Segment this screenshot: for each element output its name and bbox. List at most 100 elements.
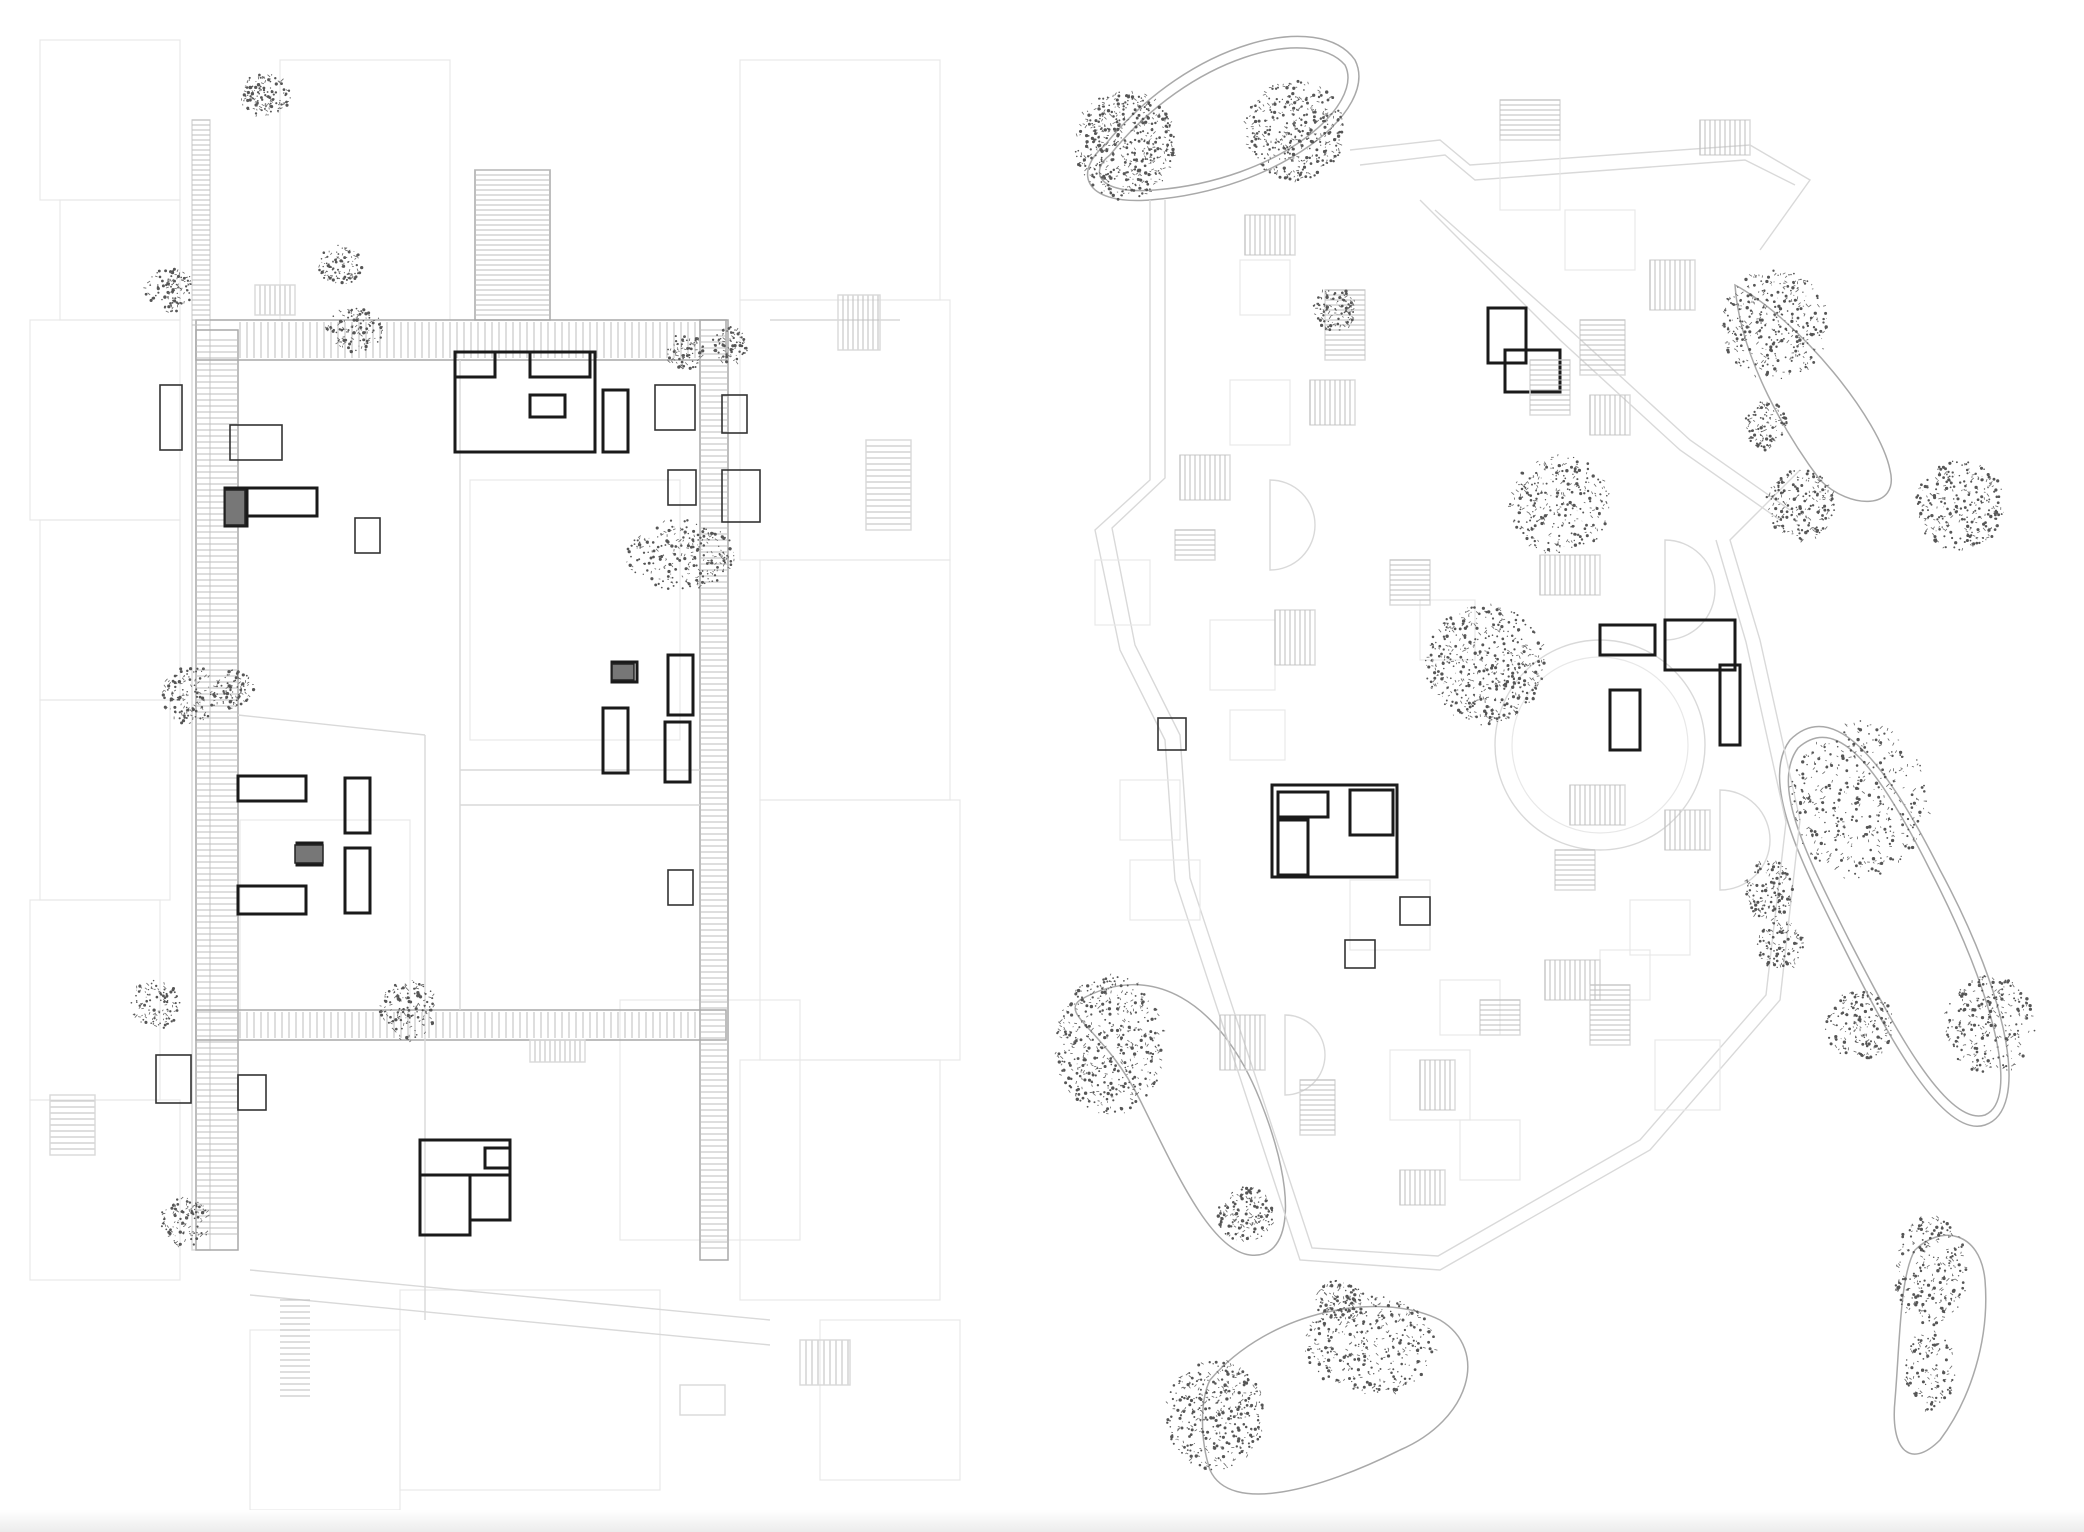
- leaf-dot: [1750, 313, 1753, 315]
- leaf-stroke: [1754, 274, 1757, 278]
- leaf-stroke: [1276, 139, 1278, 142]
- leaf-dot: [431, 1021, 434, 1024]
- leaf-dot: [651, 541, 655, 544]
- leaf-dot: [362, 308, 366, 312]
- leaf-stroke: [1988, 483, 1993, 487]
- leaf-stroke: [1593, 538, 1596, 540]
- leaf-dot: [1278, 175, 1282, 179]
- leaf-stroke: [230, 684, 233, 687]
- leaf-stroke: [727, 556, 730, 559]
- leaf-dot: [1276, 117, 1279, 120]
- leaf-stroke: [1115, 165, 1120, 170]
- leaf-stroke: [406, 1038, 409, 1041]
- leaf-stroke: [1104, 185, 1107, 188]
- leaf-stroke: [237, 692, 242, 696]
- leaf-stroke: [1452, 683, 1454, 685]
- leaf-dot: [1126, 153, 1129, 156]
- leaf-dot: [1312, 109, 1314, 111]
- leaf-stroke: [733, 333, 736, 336]
- leaf-dot: [193, 1232, 196, 1235]
- leaf-dot: [1953, 546, 1956, 549]
- leaf-stroke: [1535, 488, 1538, 491]
- leaf-stroke: [240, 687, 243, 690]
- leaf-stroke: [673, 532, 676, 535]
- leaf-dot: [1793, 470, 1796, 472]
- leaf-dot: [1809, 332, 1813, 337]
- leaf-stroke: [226, 674, 230, 676]
- leaf-stroke: [179, 297, 181, 299]
- leaf-dot: [1735, 337, 1739, 341]
- leaf-stroke: [1114, 92, 1117, 96]
- leaf-dot: [1736, 317, 1739, 320]
- leaf-dot: [1788, 470, 1792, 474]
- leaf-dot: [1537, 482, 1539, 484]
- leaf-stroke: [670, 359, 674, 361]
- leaf-dot: [1529, 519, 1532, 522]
- leaf-stroke: [1113, 98, 1116, 100]
- leaf-dot: [1772, 341, 1776, 344]
- leaf-stroke: [1561, 463, 1565, 466]
- leaf-dot: [417, 982, 421, 986]
- leaf-stroke: [1934, 477, 1938, 480]
- leaf-dot: [1784, 294, 1788, 298]
- leaf-stroke: [403, 1008, 406, 1011]
- leaf-stroke: [1790, 508, 1794, 511]
- leaf-stroke: [1151, 117, 1154, 120]
- leaf-dot: [1520, 506, 1522, 508]
- leaf-dot: [256, 91, 260, 94]
- leaf-stroke: [168, 291, 171, 294]
- leaf-stroke: [1145, 103, 1148, 107]
- leaf-dot: [422, 985, 425, 988]
- leaf-stroke: [1466, 647, 1470, 650]
- leaf-dot: [1460, 696, 1463, 699]
- leaf-dot: [1322, 116, 1325, 119]
- leaf-stroke: [257, 83, 259, 85]
- leaf-dot: [1515, 525, 1519, 529]
- leaf-stroke: [350, 337, 355, 340]
- leaf-dot: [320, 270, 324, 274]
- leaf-dot: [1555, 504, 1558, 507]
- leaf-stroke: [1115, 114, 1118, 117]
- leaf-dot: [1534, 684, 1537, 687]
- leaf-stroke: [1759, 407, 1761, 410]
- leaf-stroke: [1563, 463, 1567, 465]
- leaf-dot: [1323, 131, 1327, 135]
- leaf-dot: [159, 1022, 161, 1025]
- leaf-dot: [225, 697, 227, 700]
- leaf-dot: [1953, 508, 1956, 511]
- leaf-stroke: [1590, 515, 1594, 519]
- leaf-dot: [1166, 122, 1170, 125]
- leaf-stroke: [283, 92, 285, 94]
- leaf-stroke: [182, 271, 185, 274]
- leaf-dot: [1973, 502, 1976, 504]
- leaf-dot: [1753, 298, 1757, 301]
- leaf-dot: [1946, 507, 1949, 511]
- leaf-dot: [1942, 476, 1945, 479]
- leaf-dot: [1468, 705, 1472, 709]
- leaf-dot: [1577, 468, 1582, 473]
- leaf-stroke: [1778, 419, 1781, 421]
- leaf-dot: [1431, 635, 1435, 639]
- leaf-dot: [407, 1009, 411, 1012]
- leaf-stroke: [383, 1017, 385, 1021]
- leaf-dot: [1300, 124, 1303, 127]
- leaf-stroke: [1120, 154, 1124, 158]
- leaf-dot: [1289, 139, 1293, 143]
- leaf-dot: [175, 995, 178, 998]
- leaf-stroke: [1993, 510, 1997, 514]
- leaf-dot: [200, 1232, 203, 1235]
- leaf-dot: [1764, 437, 1769, 441]
- leaf-dot: [1958, 514, 1961, 516]
- leaf-dot: [184, 285, 188, 288]
- leaf-dot: [1774, 352, 1776, 355]
- leaf-dot: [1154, 140, 1158, 144]
- leaf-dot: [1269, 109, 1272, 111]
- leaf-stroke: [341, 337, 344, 340]
- leaf-dot: [1145, 188, 1149, 192]
- leaf-dot: [1569, 514, 1572, 516]
- leaf-stroke: [267, 74, 271, 78]
- leaf-dot: [1815, 493, 1819, 497]
- leaf-dot: [1437, 674, 1439, 676]
- leaf-dot: [1927, 516, 1930, 519]
- leaf-stroke: [690, 551, 694, 553]
